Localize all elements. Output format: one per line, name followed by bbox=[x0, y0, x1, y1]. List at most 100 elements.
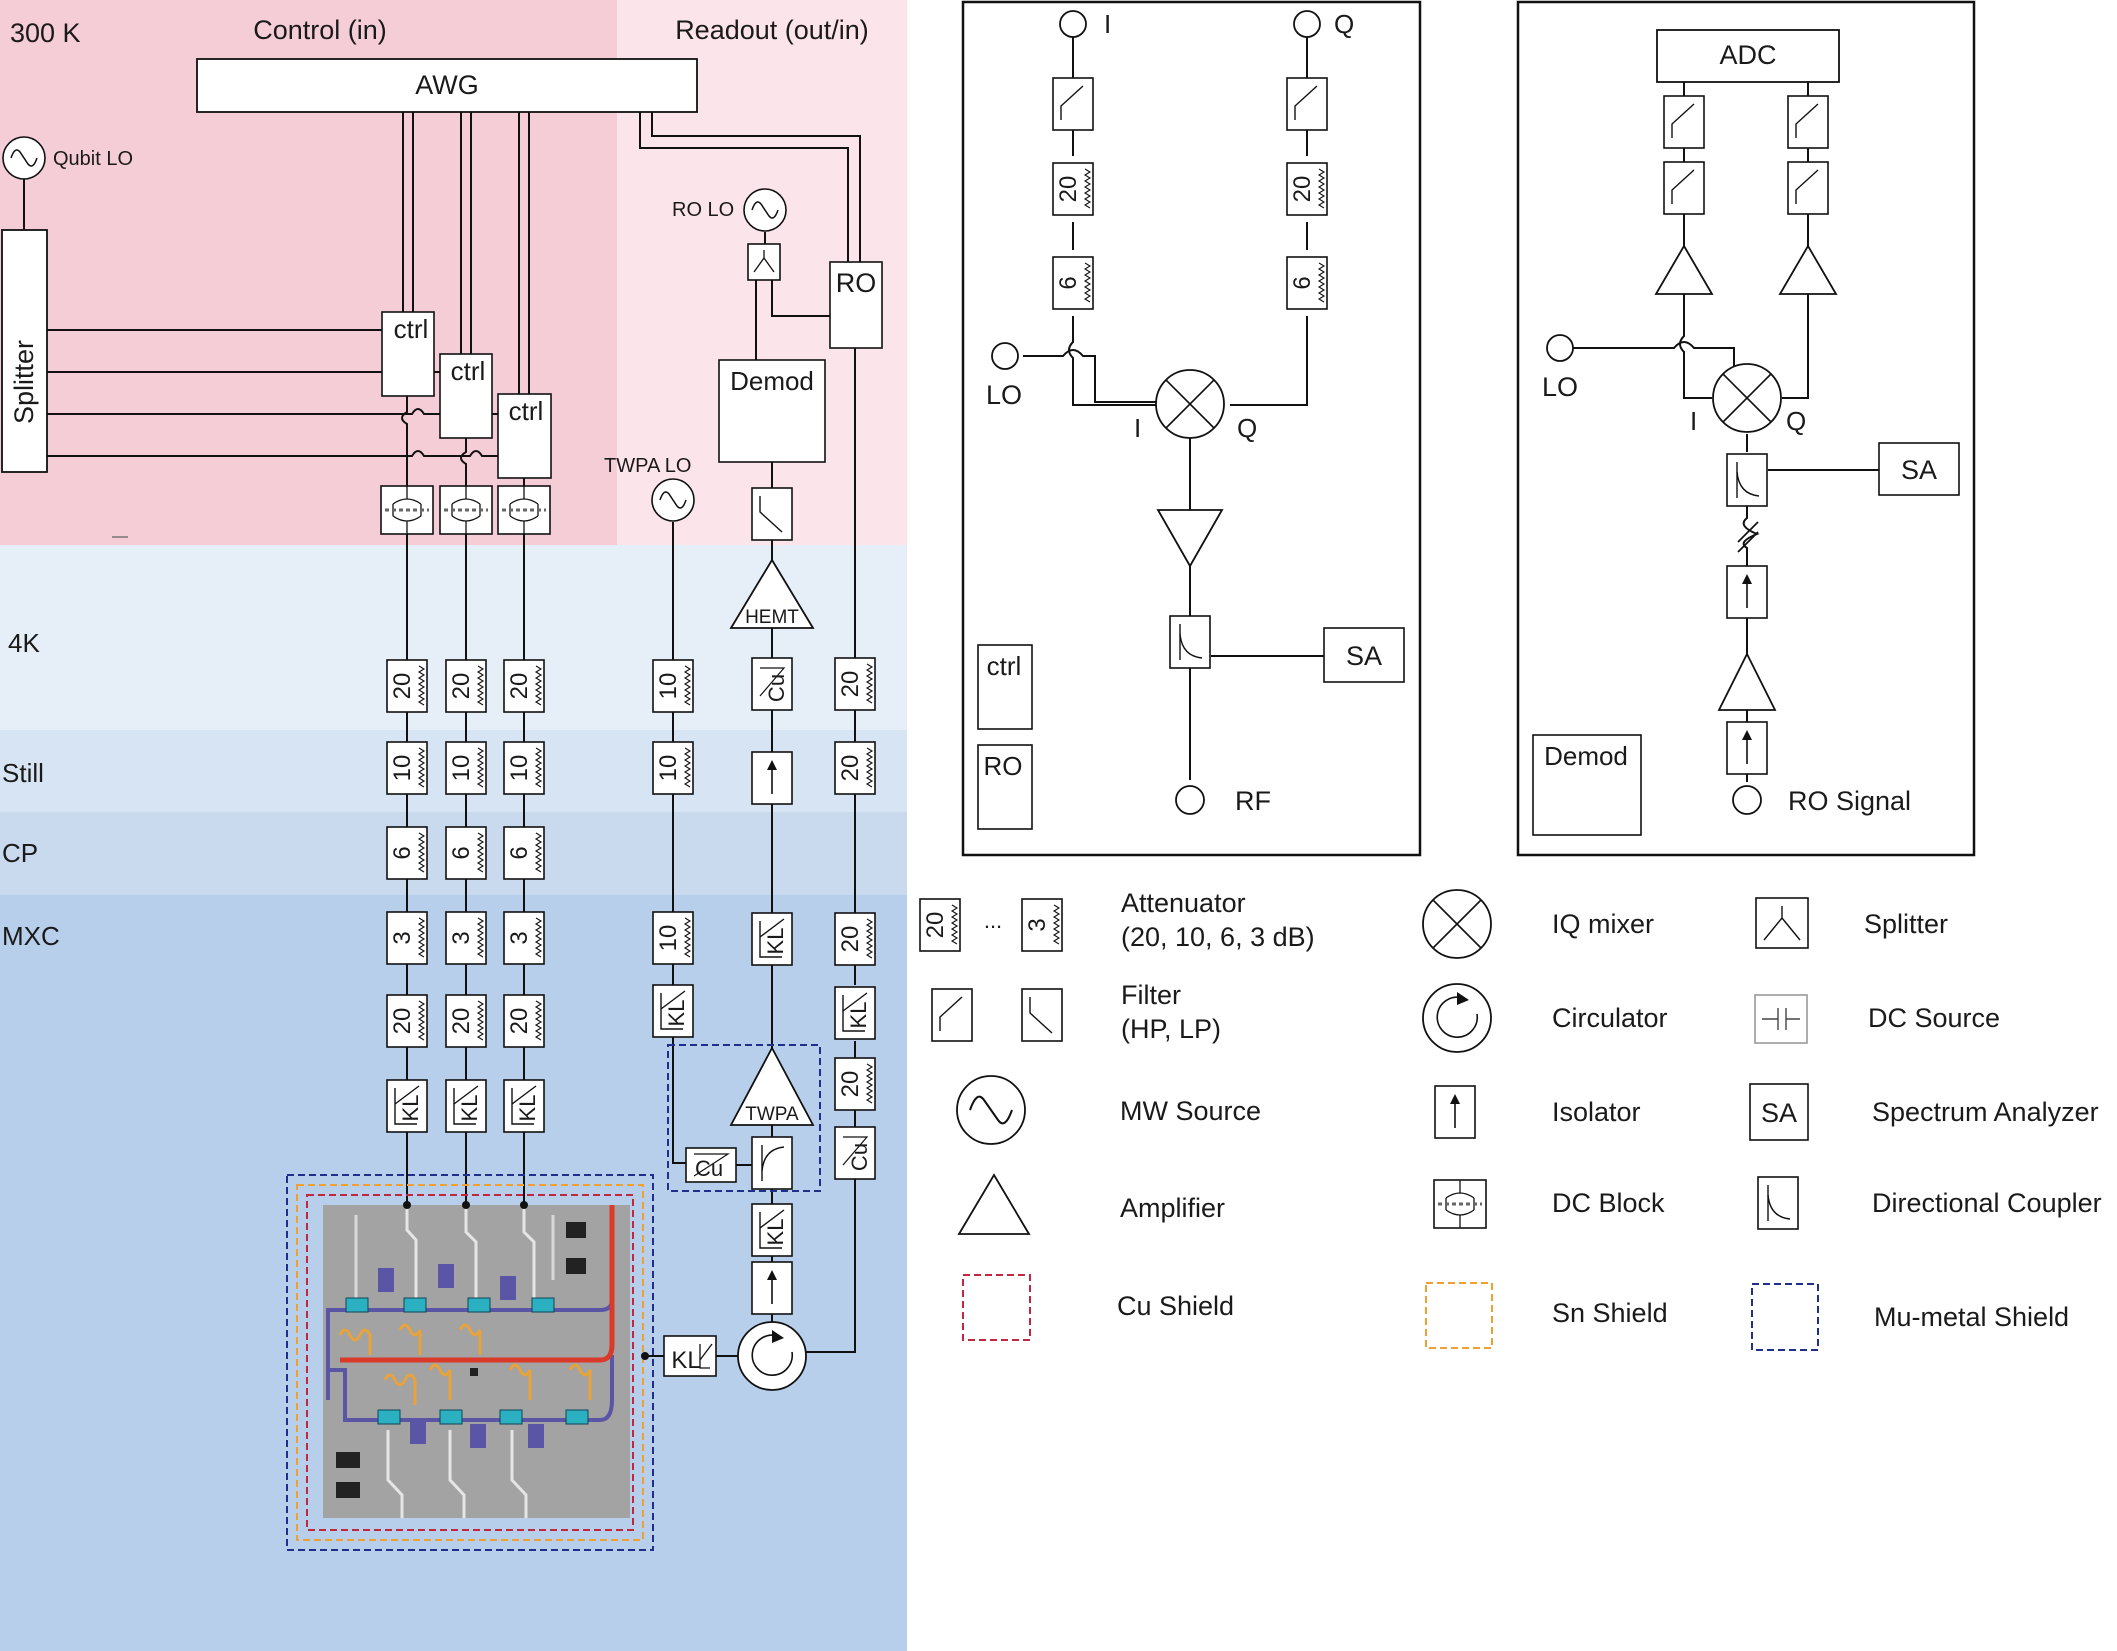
ctrl-amplifier[interactable] bbox=[1156, 509, 1224, 568]
demod-amplifier-q[interactable] bbox=[1778, 244, 1838, 295]
att-label: 6 bbox=[1289, 276, 1316, 289]
demod-break-mark-2 bbox=[1737, 531, 1759, 553]
legend-isolator-symbol bbox=[1434, 1085, 1476, 1139]
legend-sn-shield-label: Sn Shield bbox=[1552, 1298, 1668, 1328]
att-label: 10 bbox=[655, 755, 682, 782]
kl-label: KL bbox=[671, 1347, 700, 1374]
legend-splitter-label: Splitter bbox=[1864, 909, 1948, 939]
demod-hp-filter-q-1[interactable] bbox=[1787, 95, 1829, 149]
readout-kl-lower[interactable]: KL bbox=[751, 1203, 793, 1257]
ro-splitter[interactable] bbox=[747, 243, 781, 281]
kl-label: KL bbox=[763, 1219, 788, 1246]
dc-block-2[interactable] bbox=[438, 484, 494, 536]
att-label: 10 bbox=[655, 673, 682, 700]
ro-signal-port[interactable]: RO Signal bbox=[1732, 785, 1911, 816]
circulator[interactable] bbox=[737, 1321, 807, 1391]
demod-amplifier-i[interactable] bbox=[1654, 244, 1714, 295]
legend-spectrum-analyzer-label: Spectrum Analyzer bbox=[1872, 1097, 2099, 1127]
stage-label-4k: 4K bbox=[8, 628, 40, 658]
ctrl-iq-mixer[interactable]: I Q bbox=[1134, 369, 1257, 443]
ctrl-label-2: ctrl bbox=[451, 356, 486, 386]
demod-box[interactable]: Demod bbox=[718, 359, 826, 463]
ctrl-hp-filter-i[interactable] bbox=[1052, 77, 1094, 131]
demod-lo-port[interactable]: LO bbox=[1542, 334, 1578, 402]
qubit-lo-source[interactable]: Qubit LO bbox=[2, 136, 133, 180]
ro-box[interactable]: RO bbox=[829, 261, 883, 349]
demod-isolator-2[interactable] bbox=[1726, 721, 1768, 775]
ctrl-box-3[interactable]: ctrl bbox=[497, 393, 552, 479]
ctrl-lo-port[interactable]: LO bbox=[986, 342, 1022, 410]
ctrl-rf-port[interactable]: RF bbox=[1175, 785, 1271, 816]
legend-att-20: 20 bbox=[922, 912, 949, 939]
readout-lowpass-filter[interactable] bbox=[751, 487, 793, 541]
legend-circulator-symbol bbox=[1422, 983, 1492, 1053]
ctrl-label-1: ctrl bbox=[394, 314, 429, 344]
ctrl-mixer-q-label: Q bbox=[1237, 413, 1257, 443]
readout-kl-mxc[interactable]: KL bbox=[751, 912, 793, 966]
demod-break-mark-1 bbox=[1737, 521, 1759, 543]
adc-label: ADC bbox=[1719, 40, 1776, 70]
demod-amplifier-input[interactable] bbox=[1717, 651, 1777, 711]
demod-sa-box[interactable]: SA bbox=[1878, 442, 1960, 496]
dc-block-3[interactable] bbox=[496, 484, 552, 536]
legend-lp-filter-symbol bbox=[1021, 988, 1063, 1042]
legend-filter-sub: (HP, LP) bbox=[1121, 1014, 1221, 1044]
ctrl-att-6-i[interactable]: 6 bbox=[1052, 256, 1094, 310]
legend-amplifier-symbol bbox=[957, 1173, 1031, 1235]
stage-label-still: Still bbox=[2, 758, 44, 788]
demod-hp-filter-i-1[interactable] bbox=[1663, 95, 1705, 149]
legend-dc-source-label: DC Source bbox=[1868, 1003, 2000, 1033]
att-label: 20 bbox=[389, 1008, 416, 1035]
dc-block-1[interactable] bbox=[379, 484, 435, 536]
ctrl-legend-label: ctrl bbox=[987, 651, 1022, 681]
demod-iq-mixer[interactable]: I Q bbox=[1690, 363, 1806, 436]
ctrl-detail bbox=[1023, 36, 1324, 780]
att-label: 6 bbox=[389, 846, 416, 859]
ctrl-sa-box[interactable]: SA bbox=[1323, 627, 1405, 683]
legend-directional-coupler-label: Directional Coupler bbox=[1872, 1188, 2102, 1218]
demod-mixer-q-label: Q bbox=[1786, 406, 1806, 436]
twpa-lo-source[interactable]: TWPA LO bbox=[604, 455, 695, 522]
att-label: 20 bbox=[506, 673, 533, 700]
ro-lo-source[interactable]: RO LO bbox=[672, 188, 787, 232]
legend-hp-filter-symbol bbox=[931, 988, 973, 1042]
att-label: 6 bbox=[448, 846, 475, 859]
legend-mu-metal-shield-symbol bbox=[1751, 1283, 1819, 1351]
demod-hp-filter-q-2[interactable] bbox=[1787, 161, 1829, 215]
ctrl-port-q[interactable]: Q bbox=[1293, 9, 1354, 39]
chip-kl-filter[interactable]: KL bbox=[663, 1335, 717, 1377]
twpa-cu-filter[interactable]: Cu bbox=[685, 1147, 737, 1183]
readout-cu-filter-4k[interactable]: Cu bbox=[751, 657, 793, 711]
twpa-directional-coupler[interactable] bbox=[751, 1136, 793, 1190]
ctrl-att-20-q[interactable]: 20 bbox=[1286, 162, 1328, 216]
hemt-amplifier[interactable]: HEMT bbox=[729, 558, 815, 629]
ctrl-box-1[interactable]: ctrl bbox=[381, 311, 435, 397]
mu-metal-shield bbox=[286, 1174, 654, 1551]
splitter-box[interactable]: Splitter bbox=[1, 229, 48, 473]
readout-isolator-mxc[interactable] bbox=[751, 1261, 793, 1315]
ctrl-att-20-i[interactable]: 20 bbox=[1052, 162, 1094, 216]
stage-label-cp: CP bbox=[2, 838, 38, 868]
demod-hp-filter-i-2[interactable] bbox=[1663, 161, 1705, 215]
att-label: 6 bbox=[1055, 276, 1082, 289]
ctrl-hp-filter-q[interactable] bbox=[1286, 77, 1328, 131]
ctrl-port-i[interactable]: I bbox=[1059, 9, 1111, 39]
att-label: 3 bbox=[506, 931, 533, 944]
ctrl-directional-coupler[interactable] bbox=[1169, 615, 1211, 669]
readout-isolator-still[interactable] bbox=[751, 751, 793, 805]
legend-mu-metal-shield-label: Mu-metal Shield bbox=[1874, 1302, 2069, 1332]
awg-box[interactable]: AWG bbox=[196, 58, 698, 113]
control-line-1: 20 10 6 3 20 KL bbox=[386, 659, 428, 1133]
ro-input-line: 20 20 20 KL 20 Cu bbox=[834, 657, 876, 1180]
twpa-lo-label: TWPA LO bbox=[604, 455, 691, 477]
wires bbox=[23, 112, 861, 1357]
legend-isolator-label: Isolator bbox=[1552, 1097, 1641, 1127]
ctrl-box-2[interactable]: ctrl bbox=[439, 353, 493, 439]
adc-box[interactable]: ADC bbox=[1656, 29, 1840, 83]
twpa-amplifier[interactable]: TWPA bbox=[729, 1046, 815, 1126]
ctrl-mixer-i-label: I bbox=[1134, 413, 1141, 443]
ctrl-att-6-q[interactable]: 6 bbox=[1286, 256, 1328, 310]
header-control: Control (in) bbox=[253, 15, 387, 45]
demod-directional-coupler[interactable] bbox=[1726, 453, 1768, 507]
demod-isolator-1[interactable] bbox=[1726, 565, 1768, 619]
